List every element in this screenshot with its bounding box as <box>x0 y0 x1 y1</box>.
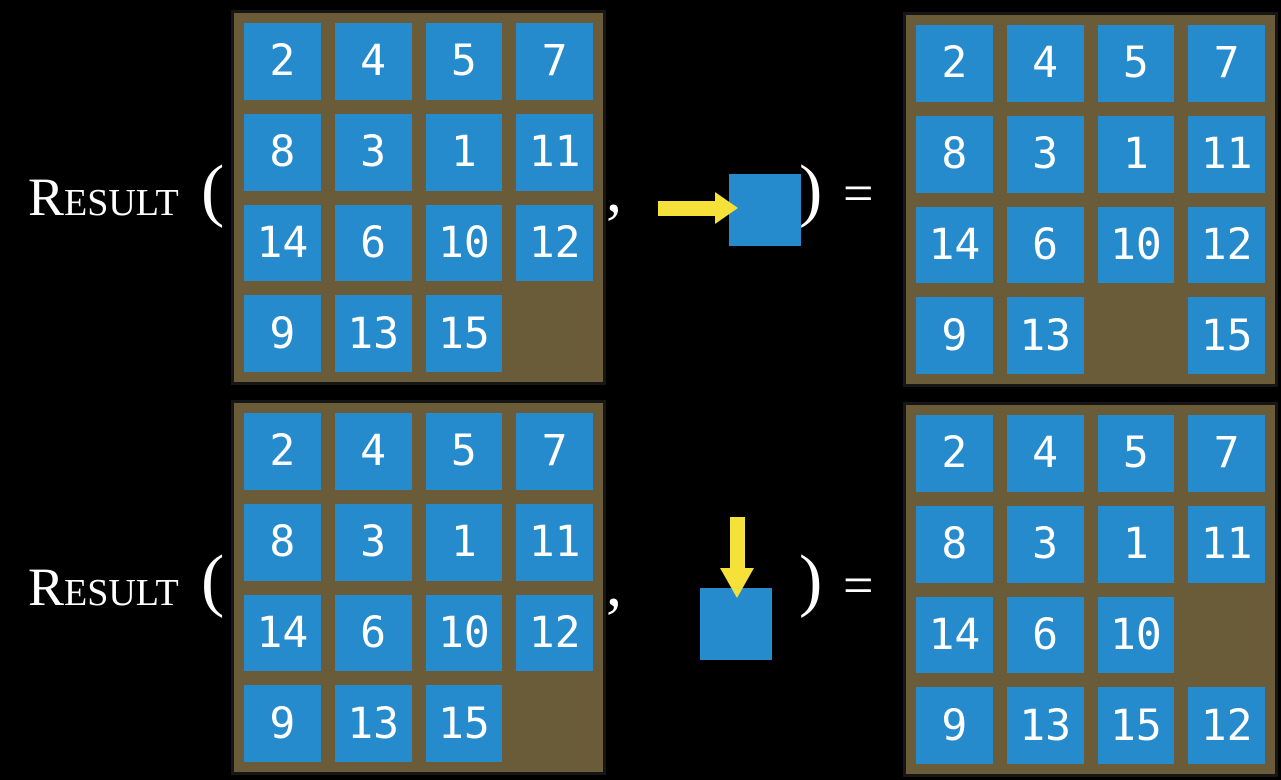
puzzle-tile: 11 <box>516 113 593 191</box>
puzzle-tile: 14 <box>916 596 993 674</box>
close-paren: ) <box>799 542 823 619</box>
puzzle-tile: 5 <box>425 23 503 100</box>
open-paren: ( <box>201 152 225 229</box>
puzzle-tile: 10 <box>1097 596 1175 674</box>
puzzle-tile: 3 <box>334 113 412 191</box>
puzzle-tile: 14 <box>916 206 993 284</box>
puzzle-tile: 10 <box>425 204 503 282</box>
puzzle-tile: 7 <box>1188 415 1265 492</box>
result-function-name: Result <box>28 167 179 227</box>
puzzle-tile: 15 <box>1188 297 1265 374</box>
down-arrow-icon <box>720 517 754 598</box>
puzzle-tile: 4 <box>334 413 412 490</box>
puzzle-tile: 5 <box>425 413 503 490</box>
puzzle-tile: 2 <box>916 25 993 102</box>
right-arrow-icon <box>658 192 738 224</box>
puzzle-tile: 7 <box>516 23 593 100</box>
puzzle-tile: 12 <box>516 594 593 672</box>
puzzle-tile: 9 <box>244 685 321 762</box>
puzzle-tile: 4 <box>1006 25 1084 102</box>
puzzle-tile: 12 <box>516 204 593 282</box>
action-blank-square <box>729 174 801 246</box>
puzzle-tile: 7 <box>1188 25 1265 102</box>
puzzle-tile: 8 <box>916 115 993 193</box>
puzzle-tile: 14 <box>244 594 321 672</box>
puzzle-tile: 1 <box>1097 505 1175 583</box>
open-paren: ( <box>201 542 225 619</box>
puzzle-tile: 9 <box>244 295 321 372</box>
puzzle-tile: 8 <box>916 505 993 583</box>
puzzle-tile: 13 <box>334 685 412 762</box>
puzzle-tile: 6 <box>1006 206 1084 284</box>
puzzle-tile: 13 <box>334 295 412 372</box>
puzzle-tile: 2 <box>244 23 321 100</box>
puzzle-tile: 1 <box>1097 115 1175 193</box>
puzzle-tile: 3 <box>1006 505 1084 583</box>
puzzle-tile: 12 <box>1188 206 1265 284</box>
puzzle-tile: 4 <box>334 23 412 100</box>
puzzle-tile: 3 <box>334 503 412 581</box>
puzzle-tile: 15 <box>425 685 503 762</box>
result-function-name: Result <box>28 557 179 617</box>
puzzle-tile: 5 <box>1097 25 1175 102</box>
puzzle-tile: 6 <box>334 594 412 672</box>
puzzle-tile: 5 <box>1097 415 1175 492</box>
close-paren: ) <box>799 152 823 229</box>
puzzle-tile: 11 <box>1188 115 1265 193</box>
puzzle-tile: 13 <box>1006 297 1084 374</box>
puzzle-tile: 10 <box>425 594 503 672</box>
puzzle-tile: 14 <box>244 204 321 282</box>
blank-cell <box>516 295 593 372</box>
puzzle-tile: 10 <box>1097 206 1175 284</box>
puzzle-tile: 9 <box>916 687 993 764</box>
blank-cell <box>1098 297 1175 374</box>
puzzle-tile: 1 <box>425 503 503 581</box>
puzzle-tile: 13 <box>1006 687 1084 764</box>
action-blank-square <box>700 588 772 660</box>
puzzle-tile: 8 <box>244 113 321 191</box>
argument-separator-comma: , <box>606 154 622 225</box>
puzzle-tile: 6 <box>334 204 412 282</box>
puzzle-tile: 11 <box>516 503 593 581</box>
blank-cell <box>516 685 593 762</box>
puzzle-tile: 4 <box>1006 415 1084 492</box>
puzzle-tile: 2 <box>244 413 321 490</box>
blank-cell <box>1188 597 1265 674</box>
puzzle-tile: 7 <box>516 413 593 490</box>
puzzle-tile: 15 <box>425 295 503 372</box>
puzzle-tile: 8 <box>244 503 321 581</box>
puzzle-tile: 2 <box>916 415 993 492</box>
argument-separator-comma: , <box>606 548 622 619</box>
puzzle-tile: 12 <box>1188 687 1265 764</box>
puzzle-tile: 15 <box>1097 687 1175 764</box>
equals-sign: = <box>843 555 874 615</box>
puzzle-tile: 6 <box>1006 596 1084 674</box>
puzzle-tile: 3 <box>1006 115 1084 193</box>
puzzle-tile: 1 <box>425 113 503 191</box>
equals-sign: = <box>843 163 874 223</box>
puzzle-tile: 9 <box>916 297 993 374</box>
puzzle-tile: 11 <box>1188 505 1265 583</box>
